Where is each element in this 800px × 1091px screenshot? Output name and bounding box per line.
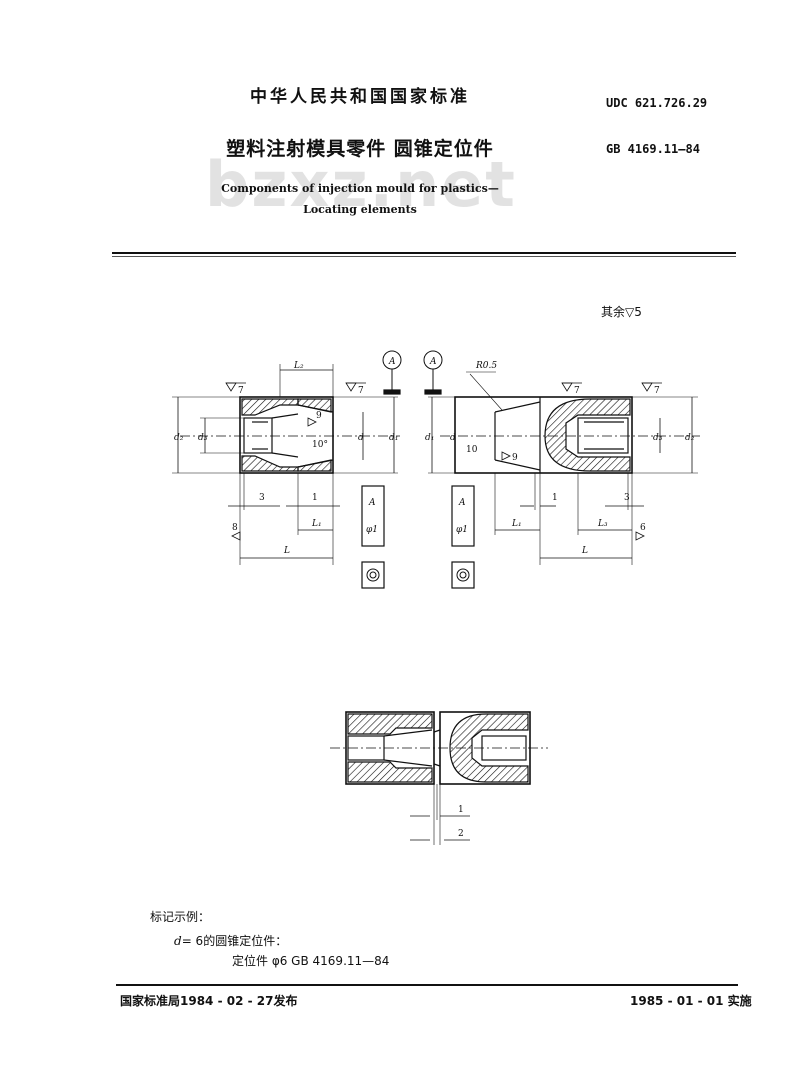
right-hatch <box>544 398 631 472</box>
header-rule <box>112 252 736 254</box>
left-view-label: A <box>388 357 396 367</box>
right-finish-top-left: 7 <box>574 386 580 396</box>
left-finish-side: 8 <box>232 523 238 533</box>
left-dim-1: 1 <box>312 493 318 503</box>
left-finish-top-left: 7 <box>238 386 244 396</box>
assembly-labels: 1 2 <box>458 805 464 839</box>
header-rule-thin <box>112 256 736 257</box>
right-dim-d3: d₃ <box>653 433 663 443</box>
surface-finish-note: 其余▽5 <box>601 305 642 319</box>
right-dim-1: 1 <box>552 493 558 503</box>
left-dim-L: L <box>283 546 290 556</box>
right-datum-label: A <box>458 498 466 508</box>
example-line1-text: = 6的圆锥定位件： <box>181 934 288 948</box>
left-dim-d3: d₃ <box>198 433 208 443</box>
right-dim-L: L <box>581 546 588 556</box>
right-finish-top-right: 7 <box>654 386 660 396</box>
right-dim-d2: d₂ <box>685 433 695 443</box>
left-dim-d: d <box>358 433 364 443</box>
left-phi-label: φ1 <box>366 525 378 535</box>
example-line1: d= 6的圆锥定位件： <box>174 932 287 949</box>
udc-number: UDC 621.726.29 <box>606 96 708 110</box>
right-dim-3: 3 <box>624 493 630 503</box>
left-finish-top-right: 7 <box>358 386 364 396</box>
example-heading: 标记示例： <box>150 910 211 924</box>
effective-date: 1985 - 01 - 01 实施 <box>630 994 752 1008</box>
watermark: bzxz.net <box>205 148 517 221</box>
left-finish-inner: 9 <box>316 411 322 421</box>
left-part-drawing <box>172 350 402 589</box>
national-standard-title: 中华人民共和国国家标准 <box>250 87 470 107</box>
gb-number: GB 4169.11—84 <box>606 142 700 156</box>
assembly-drawing <box>330 711 548 845</box>
right-part-drawing <box>423 350 700 589</box>
left-part-labels: L₂ 7 7 9 d₂ d₃ d d₁ 10° 3 1 L₁ L 8 A A φ… <box>174 357 398 556</box>
right-dim-d: d <box>450 433 456 443</box>
issued-date: 国家标准局1984 - 02 - 27发布 <box>120 994 298 1008</box>
left-dim-L2: L₂ <box>293 361 304 371</box>
right-bore <box>577 417 629 454</box>
left-dim-L1: L₁ <box>311 519 322 529</box>
right-view-label: A <box>429 357 437 367</box>
assembly-gap-2: 2 <box>458 829 464 839</box>
example-variable: d <box>174 934 182 948</box>
left-hatch-bottom-a <box>241 455 299 472</box>
right-radius: R0.5 <box>475 361 497 371</box>
left-bore <box>243 417 273 454</box>
right-finish-side: 6 <box>640 523 646 533</box>
right-dim-L1: L₁ <box>511 519 522 529</box>
left-datum-label: A <box>368 498 376 508</box>
example-line2: 定位件 φ6 GB 4169.11—84 <box>232 954 390 968</box>
left-dim-d2: d₂ <box>174 433 184 443</box>
left-hatch-top-a <box>241 398 299 416</box>
left-part-body <box>239 396 334 474</box>
footer-rule <box>116 984 738 986</box>
english-title-line1: Components of injection mould for plasti… <box>221 182 499 195</box>
document-title: 塑料注射模具零件 圆锥定位件 <box>226 138 494 160</box>
left-dim-3: 3 <box>259 493 265 503</box>
right-dim-d1: d₁ <box>425 433 434 443</box>
left-dim-d1: d₁ <box>389 433 398 443</box>
assembly-gap-1: 1 <box>458 805 464 815</box>
left-angle: 10° <box>312 440 328 450</box>
right-phi-label: φ1 <box>456 525 468 535</box>
english-title-line2: Locating elements <box>303 203 417 216</box>
right-part-labels: R0.5 7 7 d₁ d d₃ d₂ 10 9 1 3 L₁ L₃ L 6 A… <box>425 357 695 556</box>
right-angle: 10 <box>466 445 478 455</box>
right-dim-L3: L₃ <box>597 519 608 529</box>
right-finish-inner: 9 <box>512 453 518 463</box>
